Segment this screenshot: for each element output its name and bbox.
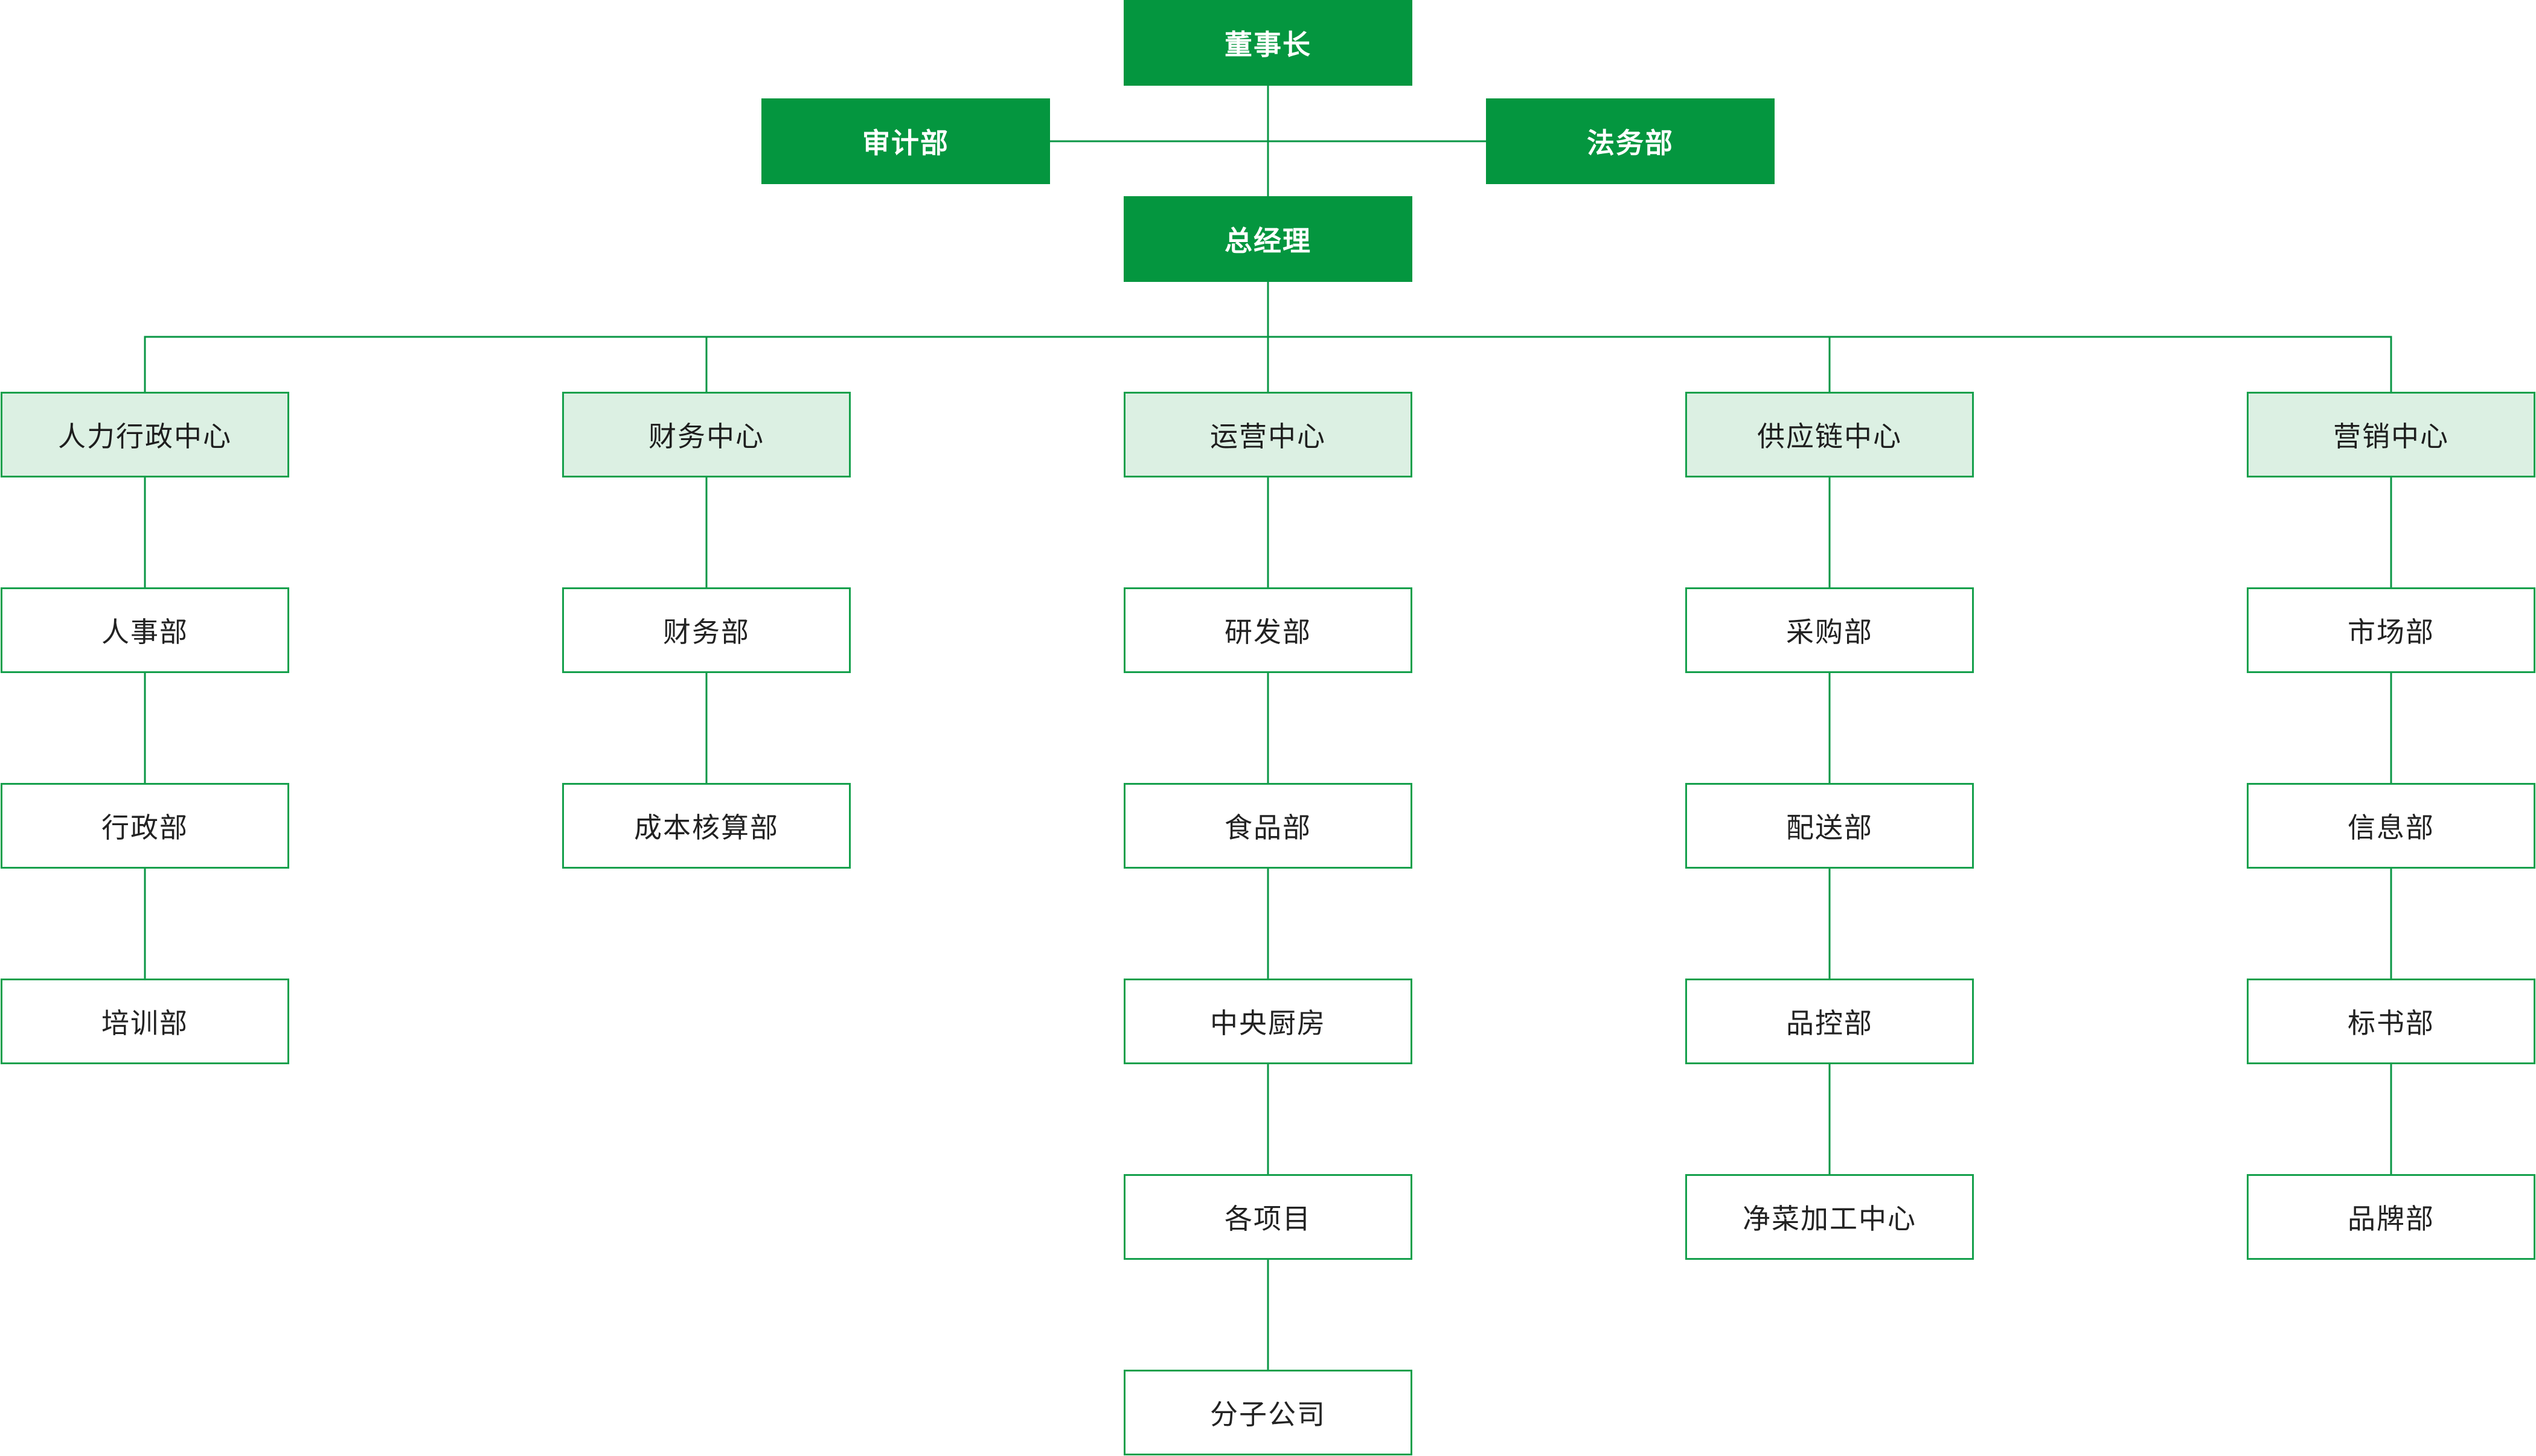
department-box: 信息部 — [2247, 783, 2535, 869]
general-manager-box: 总经理 — [1124, 196, 1412, 282]
legal-department-box: 法务部 — [1486, 98, 1775, 184]
department-box: 中央厨房 — [1124, 979, 1412, 1064]
department-box: 食品部 — [1124, 783, 1412, 869]
department-box: 分子公司 — [1124, 1370, 1412, 1455]
department-box: 采购部 — [1685, 587, 1974, 673]
department-box: 品控部 — [1685, 979, 1974, 1064]
department-box: 市场部 — [2247, 587, 2535, 673]
chairman-box: 董事长 — [1124, 0, 1412, 86]
department-box: 净菜加工中心 — [1685, 1174, 1974, 1260]
center-operations: 运营中心 — [1124, 392, 1412, 477]
center-hr-admin: 人力行政中心 — [1, 392, 289, 477]
center-finance: 财务中心 — [562, 392, 851, 477]
center-marketing: 营销中心 — [2247, 392, 2535, 477]
center-supply-chain: 供应链中心 — [1685, 392, 1974, 477]
department-box: 财务部 — [562, 587, 851, 673]
audit-department-box: 审计部 — [761, 98, 1050, 184]
department-box: 品牌部 — [2247, 1174, 2535, 1260]
department-box: 培训部 — [1, 979, 289, 1064]
department-box: 标书部 — [2247, 979, 2535, 1064]
department-box: 研发部 — [1124, 587, 1412, 673]
department-box: 行政部 — [1, 783, 289, 869]
department-box: 配送部 — [1685, 783, 1974, 869]
department-box: 各项目 — [1124, 1174, 1412, 1260]
department-box: 人事部 — [1, 587, 289, 673]
department-box: 成本核算部 — [562, 783, 851, 869]
